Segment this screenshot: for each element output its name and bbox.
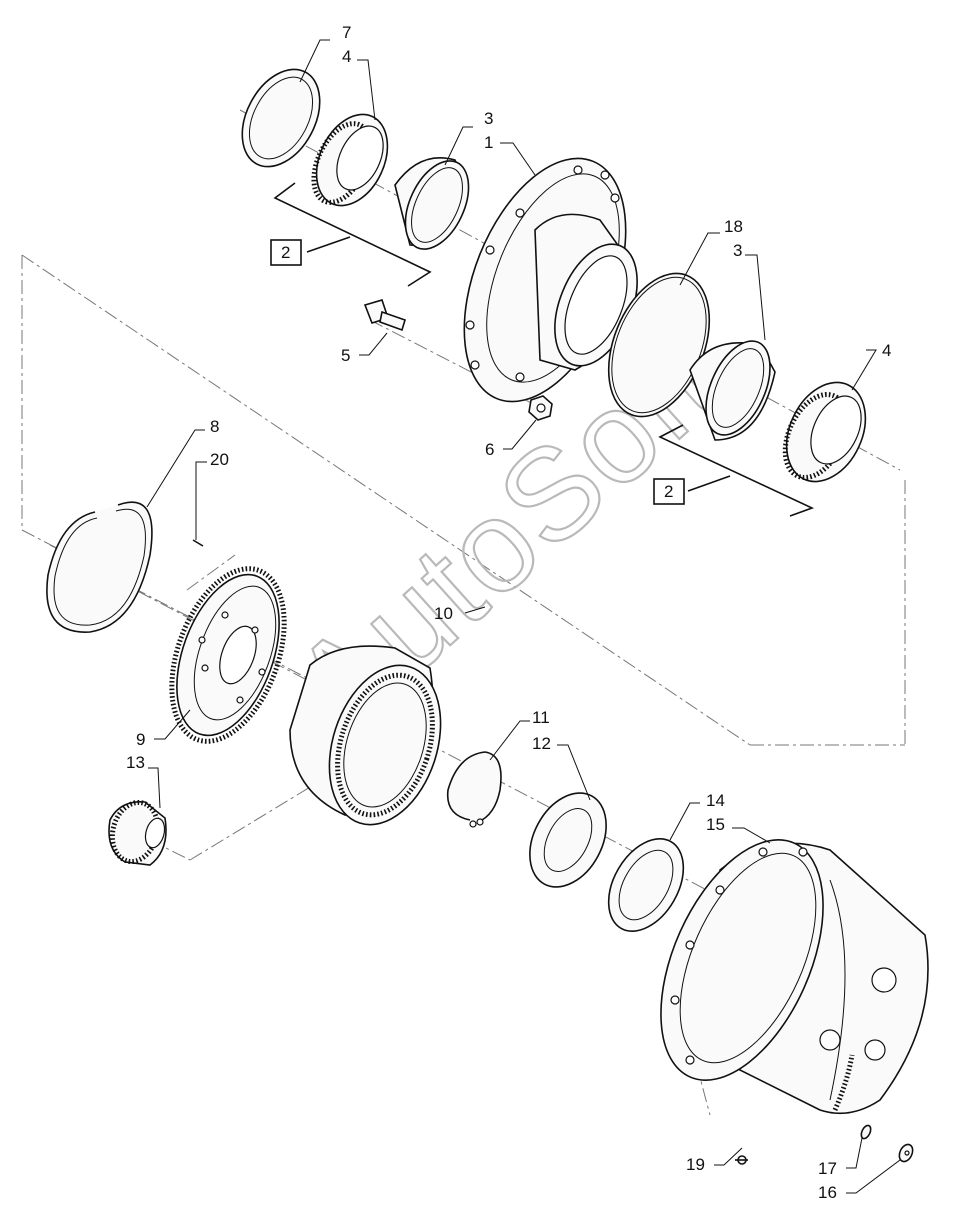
callout-12: 12 (532, 734, 551, 753)
callout-14: 14 (706, 791, 725, 810)
callout-7: 7 (342, 23, 351, 42)
callout-18: 18 (724, 217, 743, 236)
group-label-box (653, 478, 685, 505)
callout-10: 10 (434, 604, 453, 623)
part-3-bearing-cup-lower (689, 340, 776, 441)
part-17-washer (860, 1124, 872, 1140)
callout-1: 1 (484, 133, 493, 152)
group-bracket-upper (273, 182, 432, 287)
callout-3-lower: 3 (733, 241, 742, 260)
part-5-bolt (363, 299, 406, 332)
group-label-box (270, 239, 302, 266)
callout-11: 11 (532, 708, 550, 727)
callout-5: 5 (341, 346, 350, 365)
part-11-circlip (446, 751, 502, 828)
part-20-pin (192, 539, 204, 547)
callout-15: 15 (706, 815, 725, 834)
callout-4-lower: 4 (882, 341, 891, 360)
part-15-drum-housing (660, 839, 929, 1115)
part-6-nut (528, 395, 553, 421)
group-bracket-lower (658, 424, 815, 517)
callout-19: 19 (686, 1155, 705, 1174)
callout-16: 16 (818, 1183, 837, 1202)
part-14-seal (607, 838, 685, 932)
group-label-2-upper: 2 (281, 243, 290, 262)
callout-8: 8 (210, 417, 219, 436)
part-3-bearing-cup (394, 156, 470, 250)
part-4-tapered-bearing-lower (782, 381, 867, 483)
part-12-thrust-washer (529, 792, 607, 888)
part-8-snap-ring (46, 501, 153, 633)
part-7-seal-ring (241, 68, 321, 168)
part-16-plug (898, 1143, 914, 1163)
callout-labels: 2 2 7 4 3 1 18 3 4 5 6 8 20 10 9 13 11 1… (126, 23, 891, 1202)
group-label-2-lower: 2 (664, 482, 673, 501)
part-9-gear-carrier (169, 566, 287, 744)
callout-20: 20 (210, 450, 229, 469)
callout-3: 3 (484, 109, 493, 128)
callout-6: 6 (485, 440, 494, 459)
callout-13: 13 (126, 753, 145, 772)
part-10-ring-gear (289, 645, 442, 826)
leader-lines (146, 39, 901, 1194)
callout-17: 17 (818, 1159, 837, 1178)
callout-9: 9 (136, 730, 145, 749)
part-19-screw (735, 1155, 748, 1165)
callout-4: 4 (342, 47, 351, 66)
part-13-pinion-gear (108, 799, 167, 866)
part-4-tapered-bearing (311, 113, 389, 207)
